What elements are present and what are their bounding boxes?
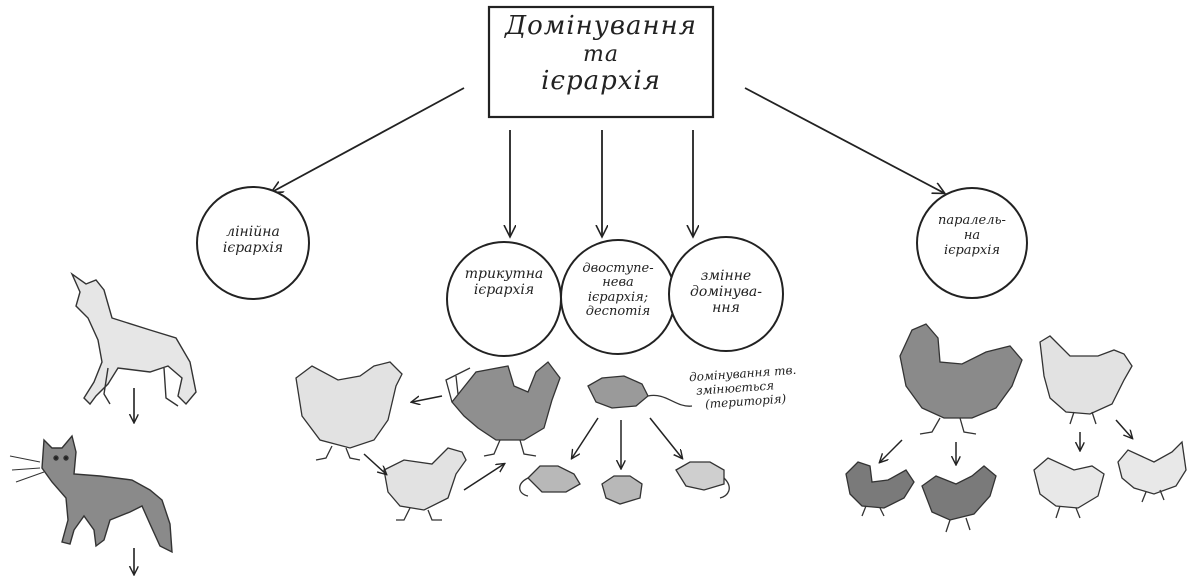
- triangle-group: [295, 361, 561, 521]
- arrow-to-linear: [272, 87, 465, 192]
- label-changing-line-1: змінне: [700, 268, 752, 284]
- label-two-level: двоступе- нева ієрархія; деспотія: [568, 261, 668, 319]
- label-parallel-line-1: паралель-: [938, 213, 1006, 228]
- label-linear: лінійна ієрархія: [203, 224, 303, 256]
- label-two-level-line-2: нева: [602, 275, 634, 291]
- label-two-level-line-4: деспотія: [585, 303, 651, 319]
- label-triangle-line-2: ієрархія: [473, 282, 535, 299]
- rooster-small-left: [845, 461, 915, 517]
- root-line-2: та: [583, 41, 619, 67]
- mouse-middle: [601, 475, 643, 505]
- hen-large-right: [1039, 335, 1133, 425]
- hen-left: [295, 361, 403, 461]
- label-two-level-line-1: двоступе-: [582, 261, 654, 276]
- label-changing-line-2: домінува-: [690, 284, 762, 301]
- hen-small-left: [1033, 457, 1105, 519]
- rooster-center: [445, 361, 561, 457]
- mouse-left: [519, 465, 581, 497]
- label-linear-line-2: ієрархія: [222, 240, 284, 257]
- circle-changing: [668, 236, 784, 352]
- label-triangle: трикутна ієрархія: [452, 266, 556, 298]
- label-two-level-line-3: ієрархія;: [587, 289, 649, 305]
- label-triangle-line-1: трикутна: [464, 266, 544, 282]
- circle-parallel: [916, 187, 1028, 299]
- root-arrows: [272, 87, 944, 236]
- label-changing-line-3: ння: [712, 300, 740, 317]
- hen-small-right: [1117, 440, 1187, 503]
- mice-group: [519, 375, 730, 505]
- root-label: Домінування та ієрархія: [492, 11, 710, 97]
- root-line-1: Домінування: [505, 11, 697, 41]
- label-parallel-line-3: ієрархія: [944, 242, 1000, 258]
- label-parallel: паралель- на ієрархія: [924, 213, 1020, 259]
- parallel-group: [845, 323, 1187, 533]
- circle-triangle: [446, 241, 562, 357]
- mouse-right: [675, 461, 730, 499]
- circle-linear: [196, 186, 310, 300]
- label-parallel-line-2: на: [963, 227, 981, 243]
- fox-drawing: [9, 434, 173, 554]
- label-changing: змінне домінува- ння: [676, 268, 776, 316]
- label-linear-line-1: лінійна: [226, 224, 280, 240]
- arrow-to-parallel: [744, 87, 944, 193]
- rooster-small-right: [921, 465, 997, 533]
- mouse-top: [587, 375, 693, 409]
- rooster-large: [899, 323, 1023, 435]
- root-box: [487, 5, 715, 119]
- wolf-drawing: [70, 271, 197, 407]
- root-line-3: ієрархія: [541, 66, 661, 97]
- hen-bottom: [383, 447, 467, 521]
